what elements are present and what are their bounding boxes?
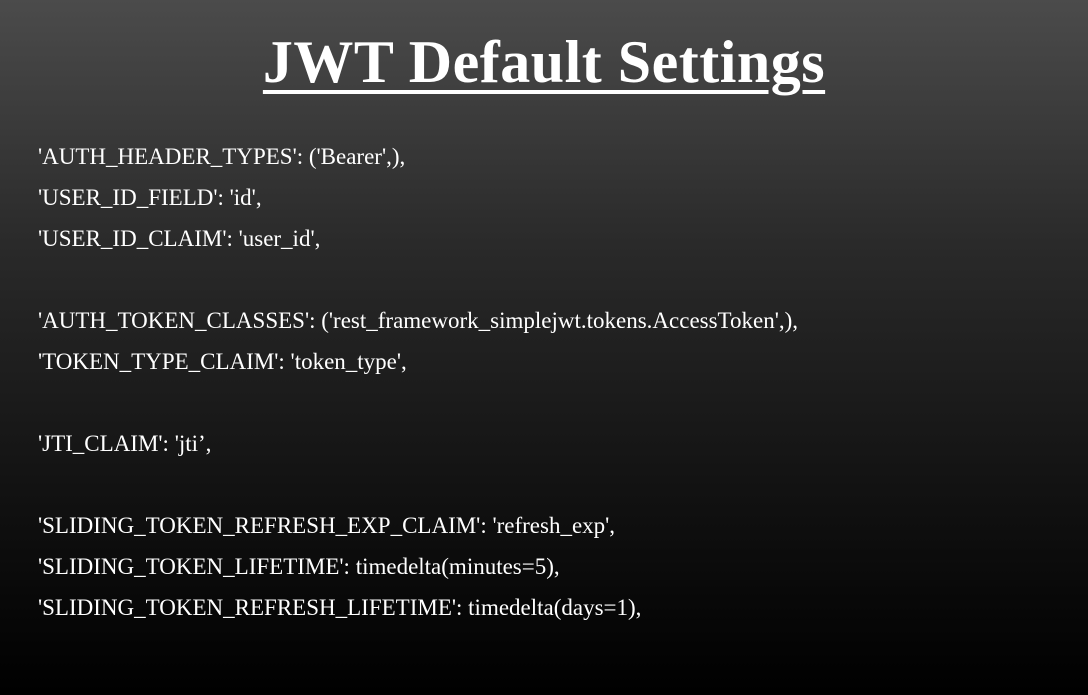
- group-spacer: [38, 382, 1068, 423]
- setting-line: 'SLIDING_TOKEN_REFRESH_EXP_CLAIM': 'refr…: [38, 513, 616, 538]
- settings-group-jti: 'JTI_CLAIM': 'jti’,: [38, 423, 1068, 464]
- setting-line: 'SLIDING_TOKEN_REFRESH_LIFETIME': timede…: [38, 595, 642, 620]
- settings-group-token-classes: 'AUTH_TOKEN_CLASSES': ('rest_framework_s…: [38, 300, 1068, 382]
- settings-group-auth-header: 'AUTH_HEADER_TYPES': ('Bearer',), 'USER_…: [38, 136, 1068, 259]
- setting-line: 'AUTH_HEADER_TYPES': ('Bearer',),: [38, 144, 406, 169]
- settings-group-sliding-token: 'SLIDING_TOKEN_REFRESH_EXP_CLAIM': 'refr…: [38, 505, 1068, 628]
- setting-line: 'USER_ID_FIELD': 'id',: [38, 185, 262, 210]
- setting-line: 'AUTH_TOKEN_CLASSES': ('rest_framework_s…: [38, 308, 799, 333]
- setting-line: 'SLIDING_TOKEN_LIFETIME': timedelta(minu…: [38, 554, 560, 579]
- settings-list: 'AUTH_HEADER_TYPES': ('Bearer',), 'USER_…: [38, 136, 1068, 628]
- setting-line: 'TOKEN_TYPE_CLAIM': 'token_type',: [38, 349, 407, 374]
- setting-line: 'JTI_CLAIM': 'jti’,: [38, 431, 212, 456]
- group-spacer: [38, 464, 1068, 505]
- group-spacer: [38, 259, 1068, 300]
- setting-line: 'USER_ID_CLAIM': 'user_id',: [38, 226, 321, 251]
- slide-title: JWT Default Settings: [262, 29, 826, 95]
